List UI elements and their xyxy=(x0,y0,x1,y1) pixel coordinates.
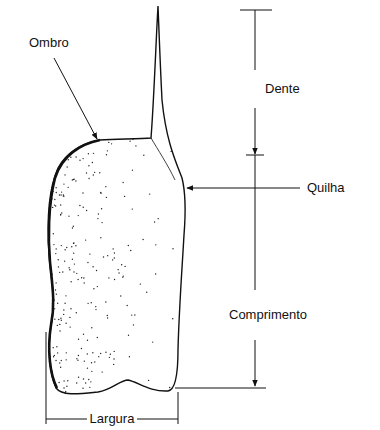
part-label: Comprimento xyxy=(226,308,310,322)
part-label: Quilha xyxy=(304,181,348,195)
dimension-line xyxy=(255,10,256,70)
grain-outline xyxy=(48,6,185,394)
dimension-line xyxy=(255,340,256,386)
dimension-line xyxy=(46,332,47,424)
grain-stipple xyxy=(45,5,191,401)
part-label: Ombro xyxy=(26,36,72,50)
leader-line xyxy=(187,188,300,189)
dimension-tick xyxy=(240,10,272,11)
leader-line xyxy=(54,58,97,139)
part-label: Largura xyxy=(87,412,138,426)
dimension-line xyxy=(255,155,256,290)
dimension-tick xyxy=(175,388,266,389)
tooth-base xyxy=(151,138,175,180)
grain-left-edge xyxy=(49,140,100,388)
part-label: Dente xyxy=(262,82,303,96)
dimension-line xyxy=(255,108,256,154)
